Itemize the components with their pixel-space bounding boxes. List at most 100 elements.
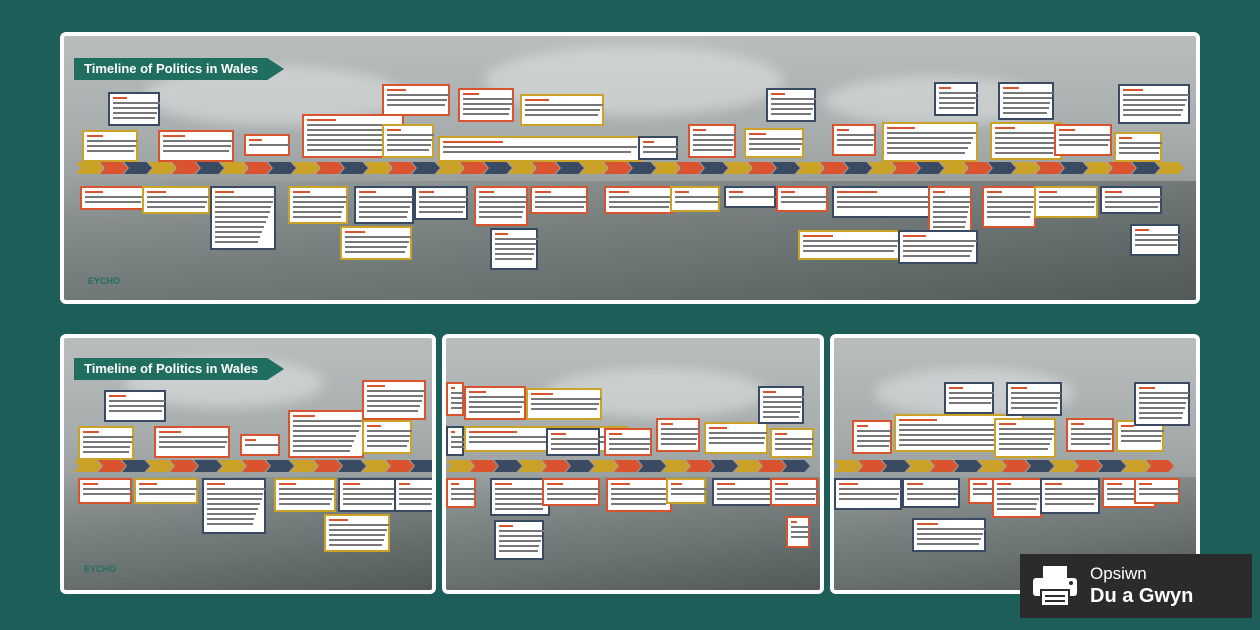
top-poster-panel: Timeline of Politics in Wales EYCHO	[60, 32, 1200, 304]
timeline-chevron	[858, 460, 886, 472]
timeline-note-card	[1066, 418, 1114, 452]
timeline-note-card	[724, 186, 776, 208]
timeline-chevron	[1074, 460, 1102, 472]
timeline-note-card	[998, 82, 1054, 120]
timeline-chevron	[580, 162, 608, 174]
timeline-chevron	[242, 460, 270, 472]
timeline-chevron	[1002, 460, 1030, 472]
timeline-chevron	[882, 460, 910, 472]
timeline-chevron	[446, 460, 474, 472]
timeline-chevron	[638, 460, 666, 472]
timeline-strip	[834, 460, 1190, 472]
timeline-note-card	[1134, 478, 1180, 504]
timeline-chevron	[98, 460, 126, 472]
timeline-note-card	[770, 478, 818, 506]
timeline-chevron	[628, 162, 656, 174]
timeline-note-card	[82, 130, 138, 162]
timeline-note-card	[1034, 186, 1098, 218]
timeline-note-card	[994, 418, 1056, 458]
timeline-note-card	[154, 426, 230, 458]
timeline-note-card	[394, 478, 432, 512]
timeline-note-card	[744, 128, 804, 158]
timeline-note-card	[882, 122, 978, 162]
timeline-chevron	[844, 162, 872, 174]
timeline-note-card	[1118, 84, 1190, 124]
timeline-note-card	[458, 88, 514, 122]
timeline-chevron	[1060, 162, 1088, 174]
timeline-chevron	[1146, 460, 1174, 472]
badge-line-2: Du a Gwyn	[1090, 585, 1194, 607]
timeline-note-card	[78, 478, 132, 504]
timeline-note-card	[446, 478, 477, 508]
timeline-note-card	[704, 422, 768, 454]
timeline-note-card	[1040, 478, 1100, 514]
timeline-note-card	[362, 420, 412, 454]
timeline-note-card	[414, 186, 468, 220]
timeline-chevron	[662, 460, 690, 472]
timeline-chevron	[1050, 460, 1078, 472]
timeline-chevron	[930, 460, 958, 472]
timeline-chevron	[170, 460, 198, 472]
timeline-note-card	[338, 478, 398, 512]
timeline-chevron	[748, 162, 776, 174]
timeline-note-card	[666, 478, 706, 504]
timeline-chevron	[1012, 162, 1040, 174]
timeline-note-card	[1134, 382, 1190, 426]
timeline-chevron	[364, 162, 392, 174]
timeline-note-card	[766, 88, 816, 122]
timeline-note-card	[832, 124, 876, 156]
timeline-chevron	[436, 162, 464, 174]
timeline-chevron	[782, 460, 810, 472]
timeline-note-card	[142, 186, 210, 214]
timeline-chevron	[542, 460, 570, 472]
timeline-chevron	[892, 162, 920, 174]
timeline-chevron	[460, 162, 488, 174]
timeline-note-card	[464, 386, 526, 420]
timeline-chevron	[566, 460, 594, 472]
timeline-note-card	[1006, 382, 1062, 416]
timeline-note-card	[898, 230, 978, 264]
timeline-note-card	[604, 428, 652, 456]
timeline-chevron	[124, 162, 152, 174]
timeline-chevron	[1098, 460, 1126, 472]
timeline-note-card	[638, 136, 678, 160]
timeline-note-card	[770, 428, 814, 458]
timeline-note-card	[776, 186, 828, 212]
bottom-poster-panel-left: Timeline of Politics in Wales EYCHO	[60, 334, 436, 594]
timeline-chevron	[508, 162, 536, 174]
timeline-note-card	[78, 426, 134, 460]
timeline-chevron	[244, 162, 272, 174]
timeline-chevron	[362, 460, 390, 472]
timeline-chevron	[710, 460, 738, 472]
logo: EYCHO	[88, 276, 121, 286]
timeline-note-card	[526, 388, 602, 420]
timeline-chevron	[988, 162, 1016, 174]
timeline-note-card	[324, 514, 390, 552]
timeline-note-card	[382, 84, 450, 116]
timeline-chevron	[556, 162, 584, 174]
timeline-chevron	[74, 460, 102, 472]
timeline-note-card	[158, 130, 234, 162]
timeline-note-card	[758, 386, 804, 424]
timeline-chevron	[820, 162, 848, 174]
timeline-chevron	[122, 460, 150, 472]
timeline-note-card	[670, 186, 720, 212]
timeline-note-card	[490, 228, 538, 270]
timeline-note-card	[1114, 132, 1162, 162]
timeline-note-card	[520, 94, 604, 126]
timeline-chevron	[700, 162, 728, 174]
timeline-chevron	[1122, 460, 1150, 472]
timeline-chevron	[218, 460, 246, 472]
timeline-note-card	[786, 516, 811, 548]
timeline-note-card	[362, 380, 426, 420]
timeline-note-card	[354, 186, 414, 224]
timeline-chevron	[314, 460, 342, 472]
bottom-poster-panel-middle	[442, 334, 824, 594]
timeline-chevron	[146, 460, 174, 472]
timeline-note-card	[80, 186, 144, 210]
timeline-chevron	[1132, 162, 1160, 174]
black-white-option-badge[interactable]: Opsiwn Du a Gwyn	[1020, 554, 1252, 618]
timeline-chevron	[194, 460, 222, 472]
timeline-note-card	[108, 92, 160, 126]
timeline-chevron	[940, 162, 968, 174]
